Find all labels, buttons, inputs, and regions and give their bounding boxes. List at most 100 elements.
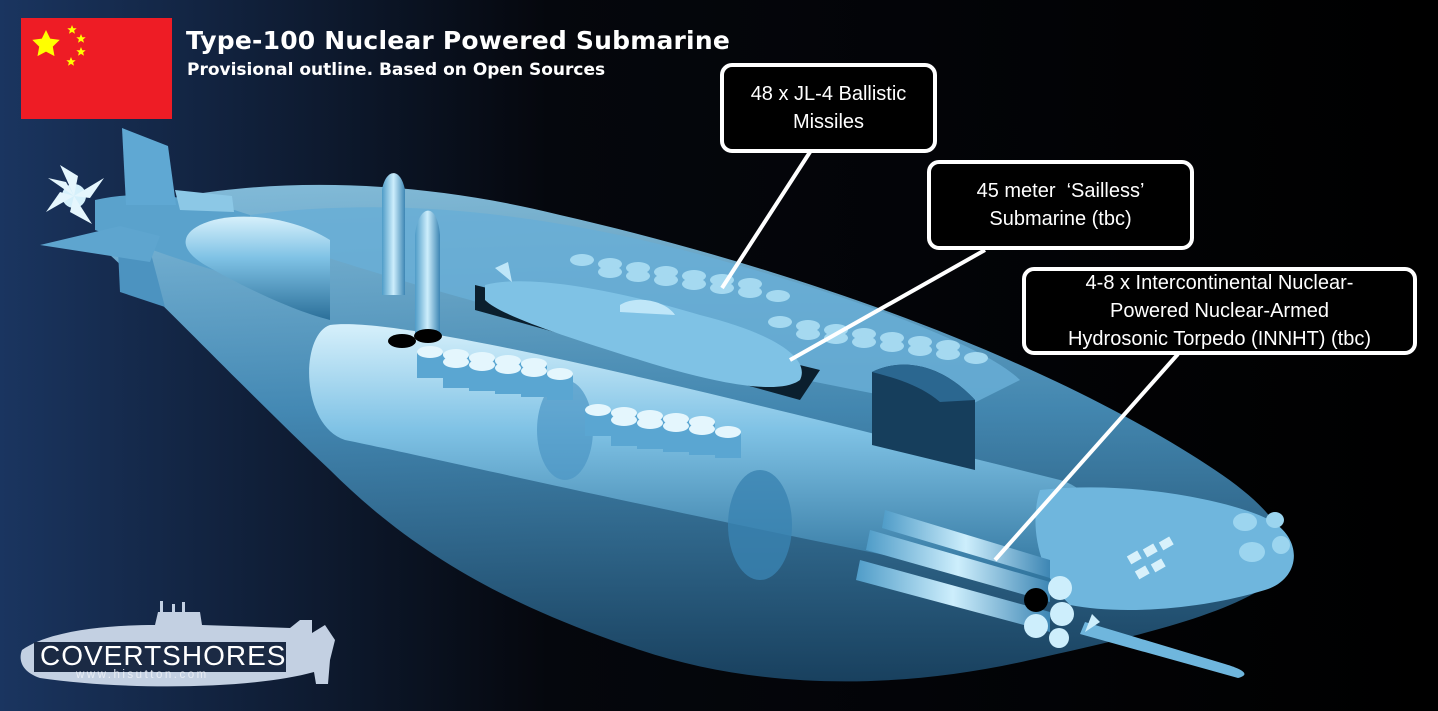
- callout-ballistic-missiles: 48 x JL-4 Ballistic Missiles: [720, 63, 937, 153]
- mini-sub-body: [485, 281, 802, 388]
- mini-sub-fin: [495, 262, 512, 282]
- missile-tube-array-mid: [585, 404, 741, 458]
- callout-line: Submarine (tbc): [989, 208, 1132, 230]
- tube: [882, 510, 1050, 578]
- callout-line: 45 meter ‘Sailless’: [976, 180, 1145, 202]
- missile-tube-cap: [611, 414, 637, 426]
- tube: [866, 530, 1050, 602]
- hatch: [1142, 543, 1158, 558]
- callout-sailless-submarine: 45 meter ‘Sailless’ Submarine (tbc): [927, 160, 1194, 250]
- brand-url: www.hisutton.com: [76, 669, 209, 681]
- missile-tube-array-aft: [417, 346, 573, 400]
- deck-missile-hatch: [654, 274, 678, 286]
- propulsor-blade: [60, 165, 78, 196]
- sonar-port: [1233, 513, 1257, 531]
- missile-tube-cap: [663, 420, 689, 432]
- flag-small-star: [76, 47, 86, 56]
- logo-mast: [160, 601, 163, 613]
- callout-text: 45 meter ‘Sailless’ Submarine (tbc): [977, 177, 1145, 233]
- logo-name-plate: [34, 642, 286, 672]
- missile-tube-cap: [637, 417, 663, 429]
- flag-small-star: [76, 34, 86, 43]
- bow-sonar-ports: [1233, 512, 1290, 562]
- mini-sub-hump: [620, 299, 675, 315]
- tube-muzzle: [1049, 628, 1069, 648]
- deck-missile-hatch: [880, 340, 904, 352]
- deck-missile-hatch: [626, 270, 650, 282]
- callout-text: 4-8 x Intercontinental Nuclear- Powered …: [1068, 269, 1371, 353]
- upper-rudder: [122, 128, 176, 205]
- deck-missile-hatch: [682, 278, 706, 290]
- missile-tube-cap: [495, 362, 521, 374]
- port-stern-plane: [40, 226, 160, 262]
- callout-line: Missiles: [792, 111, 865, 133]
- missile-tube-cap: [715, 426, 741, 438]
- missile-tube-cap: [469, 359, 495, 371]
- deck-missile-hatch: [570, 254, 594, 266]
- callout-line: 48 x JL-4 Ballistic: [750, 83, 907, 105]
- deck-missile-hatch: [598, 266, 622, 278]
- missile-tube-cap: [547, 368, 573, 380]
- sonar-port: [1239, 542, 1265, 562]
- missile-tube-cap: [521, 365, 547, 377]
- leader-line-torpedo: [993, 352, 1180, 562]
- missile-tube-cap: [443, 356, 469, 368]
- logo-mast: [172, 604, 175, 613]
- starboard-stern-plane: [175, 190, 234, 212]
- missile-tube-cap: [417, 346, 443, 358]
- tube-muzzle-open: [1024, 588, 1048, 612]
- hull-section-ring: [728, 470, 792, 580]
- brand-name: COVERTSHORES: [40, 640, 287, 671]
- launched-torpedo: [1080, 622, 1245, 678]
- deck-missile-hatch: [766, 290, 790, 302]
- callout-line: Powered Nuclear-Armed: [1110, 300, 1329, 322]
- covertshores-logo-silhouette: [20, 601, 335, 687]
- flag-small-star: [67, 25, 77, 34]
- callout-innht-torpedo: 4-8 x Intercontinental Nuclear- Powered …: [1022, 267, 1417, 355]
- tube: [856, 560, 1050, 632]
- hull-section-ring: [537, 380, 593, 480]
- tube-muzzle: [1024, 614, 1048, 638]
- missile-tube-cap: [689, 423, 715, 435]
- flag-field: [21, 18, 172, 119]
- deck-hatch-array: [570, 254, 988, 364]
- missile-tube-open: [388, 334, 416, 348]
- forward-hump-top: [872, 364, 975, 402]
- callout-line: 4-8 x Intercontinental Nuclear-: [1085, 272, 1354, 294]
- china-flag: [21, 18, 172, 119]
- deck-missile-hatch: [936, 348, 960, 360]
- lower-rudder: [118, 250, 165, 307]
- leader-line-missiles: [720, 150, 812, 290]
- hatch: [1158, 536, 1174, 551]
- tube-muzzle: [1048, 576, 1072, 600]
- deck-missile-hatch: [852, 336, 876, 348]
- propulsor-blade: [48, 178, 74, 196]
- hatch: [1134, 565, 1150, 580]
- flag-big-star: [32, 30, 60, 57]
- deck-missile-hatch: [738, 286, 762, 298]
- callout-line: Hydrosonic Torpedo (INNHT) (tbc): [1067, 328, 1372, 350]
- deck-missile-hatch: [908, 344, 932, 356]
- propulsor-blade: [74, 178, 104, 198]
- page-title: Type-100 Nuclear Powered Submarine: [186, 26, 730, 55]
- page-subtitle: Provisional outline. Based on Open Sourc…: [187, 60, 606, 80]
- hatch: [1150, 558, 1166, 573]
- missile-tube-open: [414, 329, 442, 343]
- sonar-port: [1266, 512, 1284, 528]
- flag-small-star: [66, 57, 76, 66]
- missile-raised: [415, 210, 440, 335]
- torpedo-fin: [1085, 614, 1100, 632]
- aft-pressure-hull: [185, 216, 330, 320]
- propulsor-blade: [46, 192, 74, 212]
- missile-tube-cap: [585, 404, 611, 416]
- deck-missile-hatch: [964, 352, 988, 364]
- sonar-port: [1272, 536, 1290, 554]
- tube-muzzle: [1050, 602, 1074, 626]
- innht-torpedo-tubes: [856, 510, 1074, 648]
- logo-mast: [182, 602, 185, 613]
- bow-hatches: [1126, 536, 1174, 580]
- deck-missile-hatch: [824, 332, 848, 344]
- deck-missile-hatch: [768, 316, 792, 328]
- callout-text: 48 x JL-4 Ballistic Missiles: [751, 80, 907, 136]
